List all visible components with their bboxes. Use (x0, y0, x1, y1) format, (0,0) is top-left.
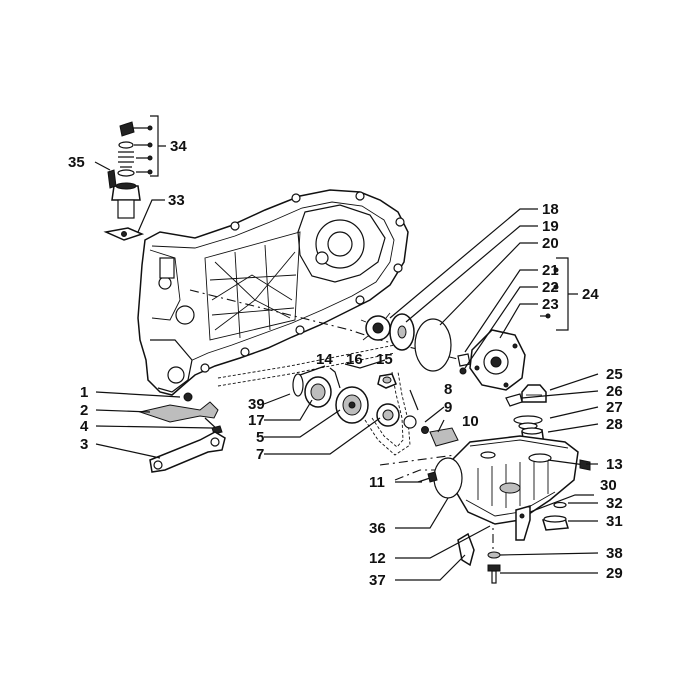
callout-3: 3 (80, 436, 88, 453)
callout-7: 7 (256, 446, 264, 463)
part-oring-27 (513, 415, 543, 430)
callout-5: 5 (256, 429, 264, 446)
callout-38: 38 (606, 545, 623, 562)
callout-14: 14 (316, 351, 333, 368)
callout-26: 26 (606, 383, 623, 400)
callout-12: 12 (369, 550, 386, 567)
callout-30: 30 (600, 477, 617, 494)
callout-10: 10 (462, 413, 479, 430)
part-plate-19 (389, 313, 415, 351)
callout-34: 34 (170, 138, 187, 155)
callout-9: 9 (444, 399, 452, 416)
callout-11: 11 (369, 474, 385, 491)
assembly-axis-line (394, 469, 455, 481)
callout-39: 39 (248, 396, 265, 413)
part-brackets-left (138, 392, 226, 473)
callout-24: 24 (582, 286, 599, 303)
callout-25: 25 (606, 366, 623, 383)
callout-32: 32 (606, 495, 623, 512)
part-spring-22 (459, 367, 467, 375)
part-gasket-36 (433, 457, 463, 499)
part-nut-16 (377, 373, 397, 389)
assembly-axis-line (379, 454, 456, 466)
part-bracket-30 (515, 505, 531, 541)
part-oring-39 (292, 373, 304, 397)
callout-22: 22 (542, 279, 559, 296)
callout-labels: 1 2 3 4 5 7 8 9 10 11 12 13 14 15 16 17 … (68, 138, 623, 589)
part-gear-18 (360, 312, 396, 341)
part-bolt-29 (487, 564, 501, 584)
part-sprocket-7 (376, 403, 400, 427)
callout-23: 23 (542, 296, 559, 313)
callout-13: 13 (606, 456, 623, 473)
callout-28: 28 (606, 416, 623, 433)
part-pump-cover-23 (469, 329, 526, 391)
callout-20: 20 (542, 235, 559, 252)
part-plate-10 (429, 427, 459, 447)
part-rubber-31 (542, 515, 569, 531)
callout-21: 21 (542, 262, 559, 279)
part-washer-38 (487, 551, 501, 559)
part-screw-11 (417, 471, 438, 483)
part-gear-17 (304, 376, 332, 408)
part-clip-26 (505, 393, 523, 407)
callout-37: 37 (369, 572, 386, 589)
callout-31: 31 (606, 513, 623, 530)
callout-33: 33 (168, 192, 185, 209)
crankcase-housing (137, 189, 409, 396)
part-stud-assembly (103, 121, 145, 241)
callout-15: 15 (376, 351, 393, 368)
part-seal-21 (457, 353, 471, 367)
callout-8: 8 (444, 381, 452, 398)
leader-lines (95, 208, 599, 581)
part-oil-pump-5 (335, 386, 369, 424)
callout-1: 1 (80, 384, 88, 401)
callout-16: 16 (346, 351, 363, 368)
part-washer-8 (403, 415, 417, 429)
part-washer-32 (553, 501, 567, 509)
callout-27: 27 (606, 399, 623, 416)
part-oil-sump-12 (451, 435, 579, 525)
part-gasket-20 (414, 318, 452, 372)
callout-19: 19 (542, 218, 559, 235)
callout-35: 35 (68, 154, 85, 171)
part-drive-chain (217, 344, 411, 456)
callout-18: 18 (542, 201, 559, 218)
callout-36: 36 (369, 520, 386, 537)
part-cap-25 (521, 384, 547, 403)
callout-4: 4 (80, 418, 89, 435)
callout-2: 2 (80, 402, 88, 419)
callout-29: 29 (606, 565, 623, 582)
callout-17: 17 (248, 412, 265, 429)
part-pin-9 (421, 426, 429, 434)
part-bolt-13 (547, 459, 591, 471)
